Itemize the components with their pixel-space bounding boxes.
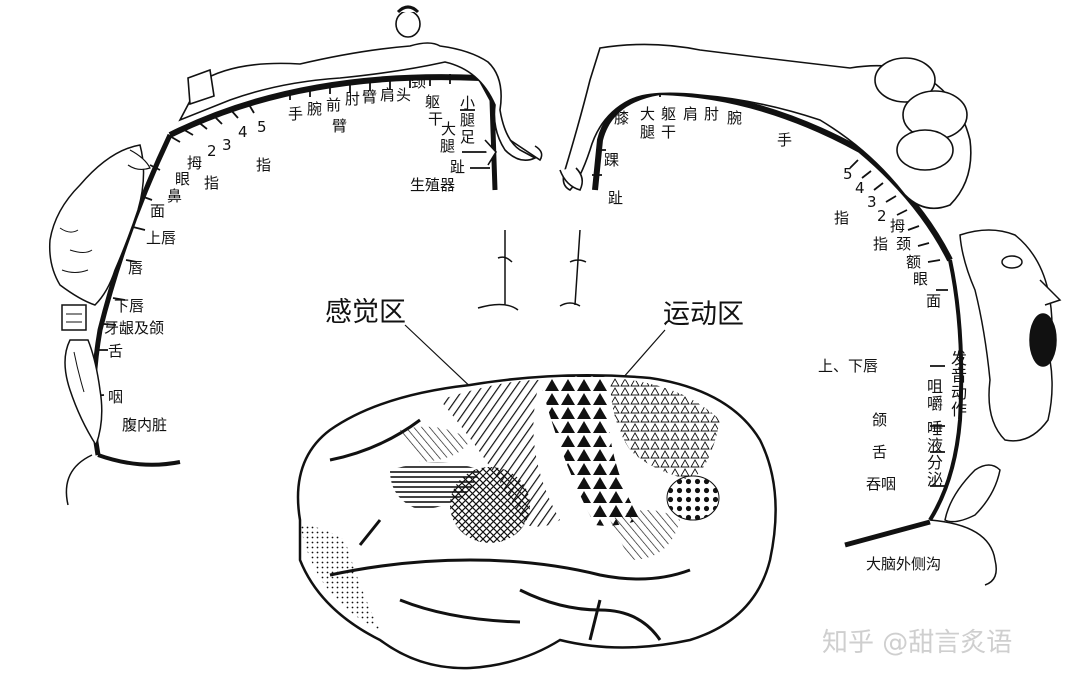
sensory-region-title: 感觉区 <box>325 290 406 329</box>
label-intra-abdominal: 腹内脏 <box>122 417 167 434</box>
label-motor-eye: 眼 <box>913 271 928 288</box>
label-motor-brow: 额 <box>906 254 921 271</box>
brain-illustration <box>298 374 776 668</box>
label-hip-2: 腿 <box>440 138 455 155</box>
label-lower-lip: 下唇 <box>114 298 144 315</box>
sensory-face <box>50 145 150 445</box>
label-motor-fingers-2: 指 <box>873 236 888 253</box>
label-sylvian-fissure: 大脑外侧沟 <box>866 556 941 573</box>
label-elbow: 肘 <box>345 91 360 108</box>
label-eye: 眼 <box>175 171 190 188</box>
label-head: 头 <box>396 87 411 104</box>
label-arm: 臂 <box>362 89 377 106</box>
label-face: 面 <box>150 203 165 220</box>
watermark: 知乎 @甜言炙语 <box>822 622 1012 659</box>
label-motor-jaw: 颌 <box>872 412 887 429</box>
label-motor-digit-5: 5 <box>843 166 853 183</box>
label-thumb: 拇 <box>187 155 202 172</box>
label-leg-2: 腿 <box>460 112 475 129</box>
label-motor-swallowing: 吞咽 <box>866 476 896 493</box>
label-leg: 小 <box>460 95 475 112</box>
label-shoulder: 肩 <box>380 87 395 104</box>
label-upper-lip: 上唇 <box>146 230 176 247</box>
label-motor-hip-2: 腿 <box>640 124 655 141</box>
label-wrist: 腕 <box>307 101 322 118</box>
motor-region-title: 运动区 <box>663 292 744 331</box>
label-motor-face: 面 <box>926 293 941 310</box>
label-motor-wrist: 腕 <box>727 110 742 127</box>
label-motor-digit-3: 3 <box>867 194 877 211</box>
label-motor-thumb: 拇 <box>890 218 905 235</box>
label-motor-toes: 趾 <box>608 190 623 207</box>
label-lips: 唇 <box>128 260 143 277</box>
label-neck: 颈 <box>411 74 426 91</box>
label-motor-trunk-2: 干 <box>661 124 676 141</box>
label-teeth-gums-jaw: 牙龈及颌 <box>104 320 164 337</box>
label-motor-lips: 上、下唇 <box>818 358 878 375</box>
sensory-homunculus-body <box>180 7 542 165</box>
label-hand: 手 <box>288 106 303 123</box>
label-motor-fingers: 指 <box>834 210 849 227</box>
label-motor-salivation: 唾液分泌 <box>921 420 945 488</box>
label-hip: 大 <box>441 121 456 138</box>
label-motor-ankle: 踝 <box>604 152 619 169</box>
label-fingers: 指 <box>204 175 219 192</box>
label-motor-hip: 大 <box>640 106 655 123</box>
label-pharynx: 咽 <box>108 389 123 406</box>
label-motor-elbow: 肘 <box>704 106 719 123</box>
label-forearm-2: 臂 <box>332 118 347 135</box>
label-motor-tongue: 舌 <box>872 444 887 461</box>
label-motor-neck: 颈 <box>896 236 911 253</box>
label-motor-digit-4: 4 <box>855 180 865 197</box>
label-digit-3: 3 <box>222 137 232 154</box>
label-digit-2: 2 <box>207 143 217 160</box>
label-digit-4: 4 <box>238 124 248 141</box>
label-motor-knee: 膝 <box>614 110 629 127</box>
label-genitals: 生殖器 <box>410 177 455 194</box>
label-motor-hand: 手 <box>777 132 792 149</box>
label-motor-digit-2: 2 <box>877 208 887 225</box>
label-trunk: 躯 <box>425 94 440 111</box>
label-motor-vocalization: 发音动作 <box>945 350 969 418</box>
sulcus-marks <box>478 230 586 310</box>
label-motor-shoulder: 肩 <box>683 106 698 123</box>
label-motor-trunk: 躯 <box>661 106 676 123</box>
label-forearm: 前 <box>326 97 341 114</box>
label-digit-5: 5 <box>257 119 267 136</box>
label-nose: 鼻 <box>167 188 182 205</box>
label-tongue: 舌 <box>108 343 123 360</box>
label-fingers-brace: 指 <box>256 157 271 174</box>
label-toes: 趾 <box>450 159 465 176</box>
label-motor-mastication: 咀嚼 <box>921 378 945 412</box>
label-foot: 足 <box>460 129 475 146</box>
